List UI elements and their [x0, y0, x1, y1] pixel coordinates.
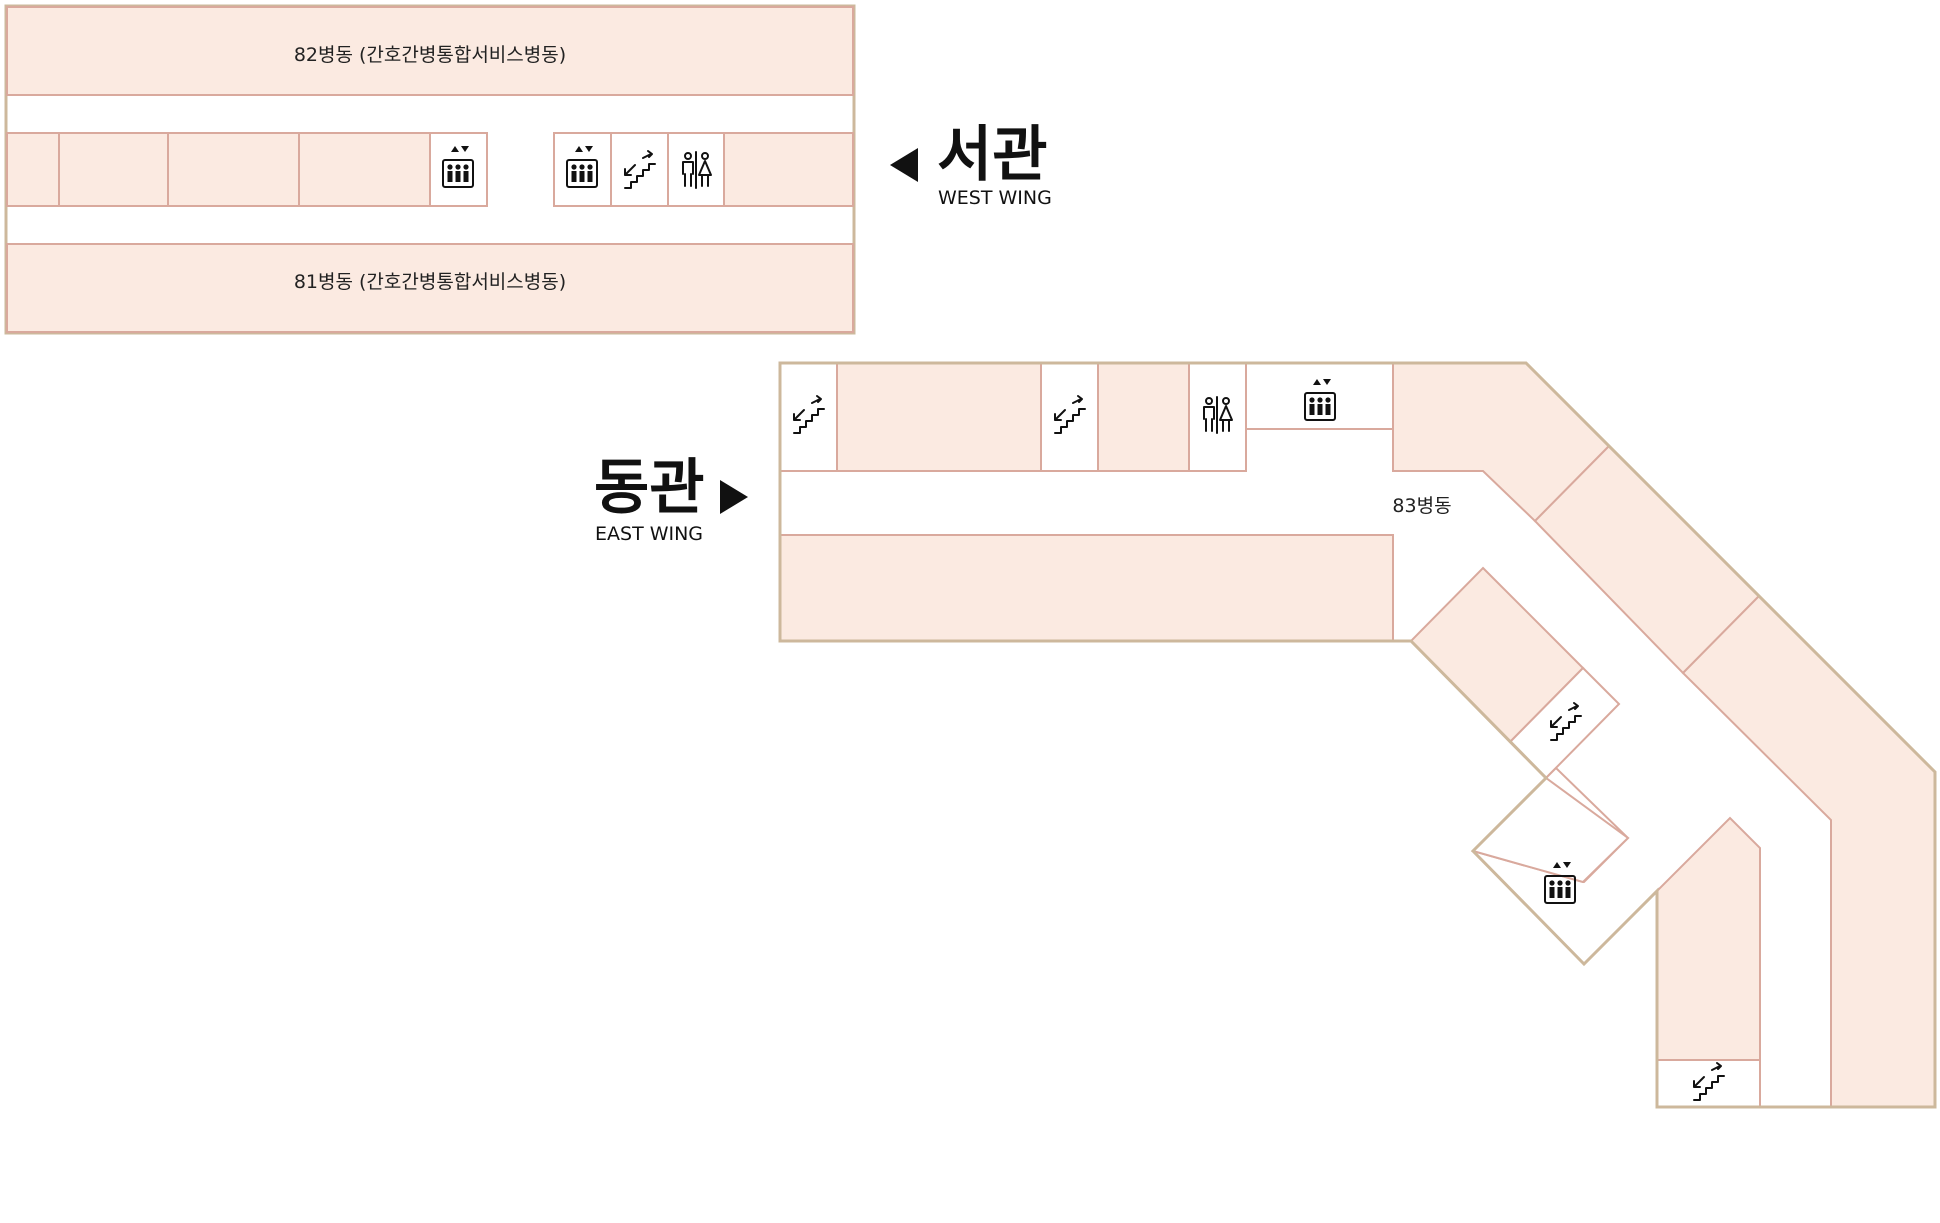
- elevator-cell: [1471, 776, 1630, 884]
- east-wing-subtitle: EAST WING: [595, 523, 703, 545]
- room: [1097, 362, 1190, 472]
- room: [779, 534, 1394, 642]
- west-wing-title: 서관: [937, 120, 1047, 190]
- room: [6, 132, 60, 207]
- arrow-left-icon: [890, 148, 918, 182]
- room: [58, 132, 169, 207]
- ward-83-label: 83병동: [1392, 495, 1451, 517]
- stairs-cell: [1040, 362, 1099, 472]
- room: [298, 132, 431, 207]
- east-wing-outline: [778, 361, 1937, 1109]
- west-wing-subtitle: WEST WING: [938, 187, 1052, 209]
- east-wing-title: 동관: [594, 453, 704, 523]
- room: [167, 132, 300, 207]
- restroom-cell: [667, 132, 725, 207]
- elevator-cell: [1245, 362, 1394, 430]
- stairs-cell: [779, 362, 838, 472]
- room: [1656, 816, 1761, 1061]
- arrow-right-icon: [720, 480, 748, 514]
- east-wing: 83병동: [778, 361, 1937, 1109]
- stairs-cell: [1656, 1059, 1761, 1108]
- room: [723, 132, 854, 207]
- ward-82-label: 82병동 (간호간병통합서비스병동): [294, 44, 566, 66]
- ward-81-room: [6, 243, 854, 333]
- stairs-cell: [610, 132, 669, 207]
- room: [836, 362, 1042, 472]
- west-wing: 82병동 (간호간병통합서비스병동) 81병동 (간호간병통합서비스병동): [4, 4, 856, 335]
- ward-81-label: 81병동 (간호간병통합서비스병동): [294, 271, 566, 293]
